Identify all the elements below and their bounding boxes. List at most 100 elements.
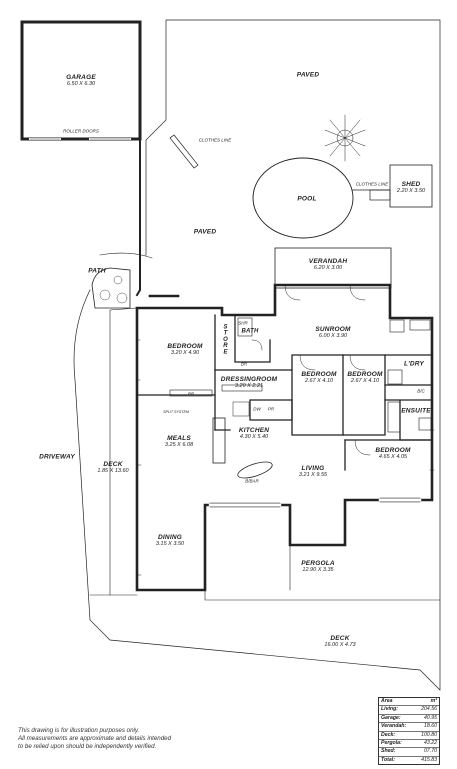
room-name: GARAGE [66, 74, 96, 82]
room-name: SUNROOM [315, 326, 351, 334]
house-outer-wall [135, 283, 434, 592]
living-label: LIVING 3.21 X 9.55 [299, 465, 327, 479]
breakfast-bar [237, 461, 273, 479]
room-dim: 3.25 X 6.08 [164, 442, 194, 449]
room-dim: 6.50 X 6.30 [66, 81, 96, 88]
area-row: Living:204.56 [379, 705, 439, 713]
room-name: BEDROOM [167, 343, 203, 351]
room-dim: 3.21 X 9.55 [298, 472, 328, 479]
area-row: Deck:100.80 [379, 730, 439, 738]
path-fence [99, 252, 153, 259]
disclaimer-line: All measurements are approximate and det… [18, 735, 172, 743]
garage-outline [20, 20, 142, 141]
dw-label: DW [253, 406, 261, 412]
room-name: DRESSINGROOM [220, 376, 278, 384]
bedroom-1-label: BEDROOM 3.20 X 4.90 [167, 343, 202, 357]
br-label-1: BR [187, 391, 195, 397]
property-boundary [73, 19, 441, 691]
area-row: Verandah:18.60 [379, 722, 439, 730]
plant-icon [99, 275, 128, 304]
area-row: Garage:40.95 [379, 713, 439, 721]
room-dim: 3.20 X 2.21 [234, 383, 264, 390]
disclaimer-line: to be relied upon should be independentl… [18, 743, 157, 751]
bedroom-2-label: BEDROOM 2.67 X 4.10 [301, 371, 336, 385]
path-label: PATH [88, 267, 106, 275]
pergola-label: PERGOLA 12.90 X 3.35 [301, 560, 335, 574]
dining-label: DINING 3.15 X 3.50 [156, 534, 184, 548]
bbar-label: B/BAR [245, 478, 259, 484]
kitchen-label: KITCHEN 4.30 X 5.40 [239, 427, 269, 441]
room-name: DINING [158, 534, 182, 542]
garage-side-wall [135, 139, 141, 297]
area-table-header: Area m² [379, 698, 439, 705]
room-dim: 2.20 X 3.50 [396, 188, 426, 195]
split-system-label: SPLIT SYSTEM [163, 409, 189, 414]
area-row-total: Total:415.83 [379, 755, 439, 763]
room-dim: 2.67 X 4.10 [304, 378, 334, 385]
area-row: Shed:07.70 [379, 747, 439, 755]
tree-icon [324, 114, 366, 162]
bc-label: B/C [417, 388, 425, 394]
bedroom-4-label: BEDROOM 4.65 X 4.05 [375, 447, 410, 461]
deck-side [109, 307, 138, 596]
room-name: KITCHEN [238, 427, 270, 435]
deck-side-label: DECK 1.85 X 13.60 [97, 461, 128, 475]
room-dim: 3.20 X 4.90 [170, 350, 200, 357]
driveway-label: DRIVEWAY [39, 453, 75, 461]
deck-main-label: DECK 16.00 X 4.73 [324, 635, 355, 649]
room-name: DECK [330, 635, 350, 643]
room-dim: 2.67 X 4.10 [350, 378, 380, 385]
area-header-unit: m² [430, 698, 437, 704]
kitchen-bench [212, 417, 226, 464]
room-dim: 4.65 X 4.05 [378, 454, 408, 461]
meals-label: MEALS 3.25 X 6.08 [165, 435, 193, 449]
area-table: Area m² Living:204.56 Garage:40.95 Veran… [378, 697, 440, 766]
room-name: BEDROOM [375, 447, 411, 455]
room-name: BEDROOM [301, 371, 337, 379]
area-row: Pergola:43.22 [379, 738, 439, 746]
verandah-outline [274, 247, 392, 289]
room-name: SHED [401, 181, 421, 189]
sunroom-label: SUNROOM 6.00 X 3.90 [315, 326, 350, 340]
paved-top-label: PAVED [296, 71, 320, 79]
pr-label: PR [267, 406, 275, 412]
room-dim: 3.15 X 3.50 [155, 541, 185, 548]
pool-label: POOL [297, 195, 317, 203]
room-dim: 6.20 X 3.00 [313, 265, 343, 272]
area-header-label: Area [381, 698, 393, 704]
clothes-line-label-1: CLOTHES LINE [198, 137, 232, 143]
room-name: DECK [103, 461, 123, 469]
pool-outline [252, 157, 354, 239]
disclaimer-line: This drawing is for illustration purpose… [18, 727, 140, 734]
room-name: MEALS [167, 435, 191, 443]
br-label-2: BR [240, 361, 248, 367]
clothes-line-label-2: CLOTHES LINE [355, 181, 389, 187]
roller-doors-label: ROLLER DOORS [63, 128, 99, 134]
room-dim: 12.90 X 3.35 [302, 567, 334, 574]
ensuite-label: ENSUITE [401, 407, 431, 415]
paved-mid-label: PAVED [193, 228, 217, 236]
laundry-label: L'DRY [403, 360, 425, 368]
room-name: VERANDAH [308, 258, 348, 266]
verandah-label: VERANDAH 6.20 X 3.00 [309, 258, 347, 272]
disclaimer: This drawing is for illustration purpose… [18, 727, 171, 751]
pergola-outline [204, 499, 346, 591]
room-dim: 4.30 X 5.40 [239, 434, 269, 441]
shr-label: SHR [238, 320, 248, 326]
room-dim: 6.00 X 3.90 [318, 333, 348, 340]
deck-main [89, 589, 441, 601]
room-name: PERGOLA [301, 560, 335, 568]
bedroom-3-label: BEDROOM 2.67 X 4.10 [347, 371, 382, 385]
dressingroom-label: DRESSINGROOM 3.20 X 2.21 [221, 376, 278, 390]
shed-outline [389, 164, 433, 208]
room-dim: 1.85 X 13.60 [97, 468, 129, 475]
room-dim: 16.00 X 4.73 [324, 642, 356, 649]
store-label: STORE [222, 324, 229, 356]
garage-label: GARAGE 6.50 X 6.30 [66, 74, 96, 88]
bath-label: BATH [241, 328, 259, 335]
shed-label: SHED 2.20 X 3.50 [397, 181, 425, 195]
clothes-line-1 [169, 134, 199, 169]
room-name: BEDROOM [347, 371, 383, 379]
room-name: LIVING [301, 465, 325, 473]
